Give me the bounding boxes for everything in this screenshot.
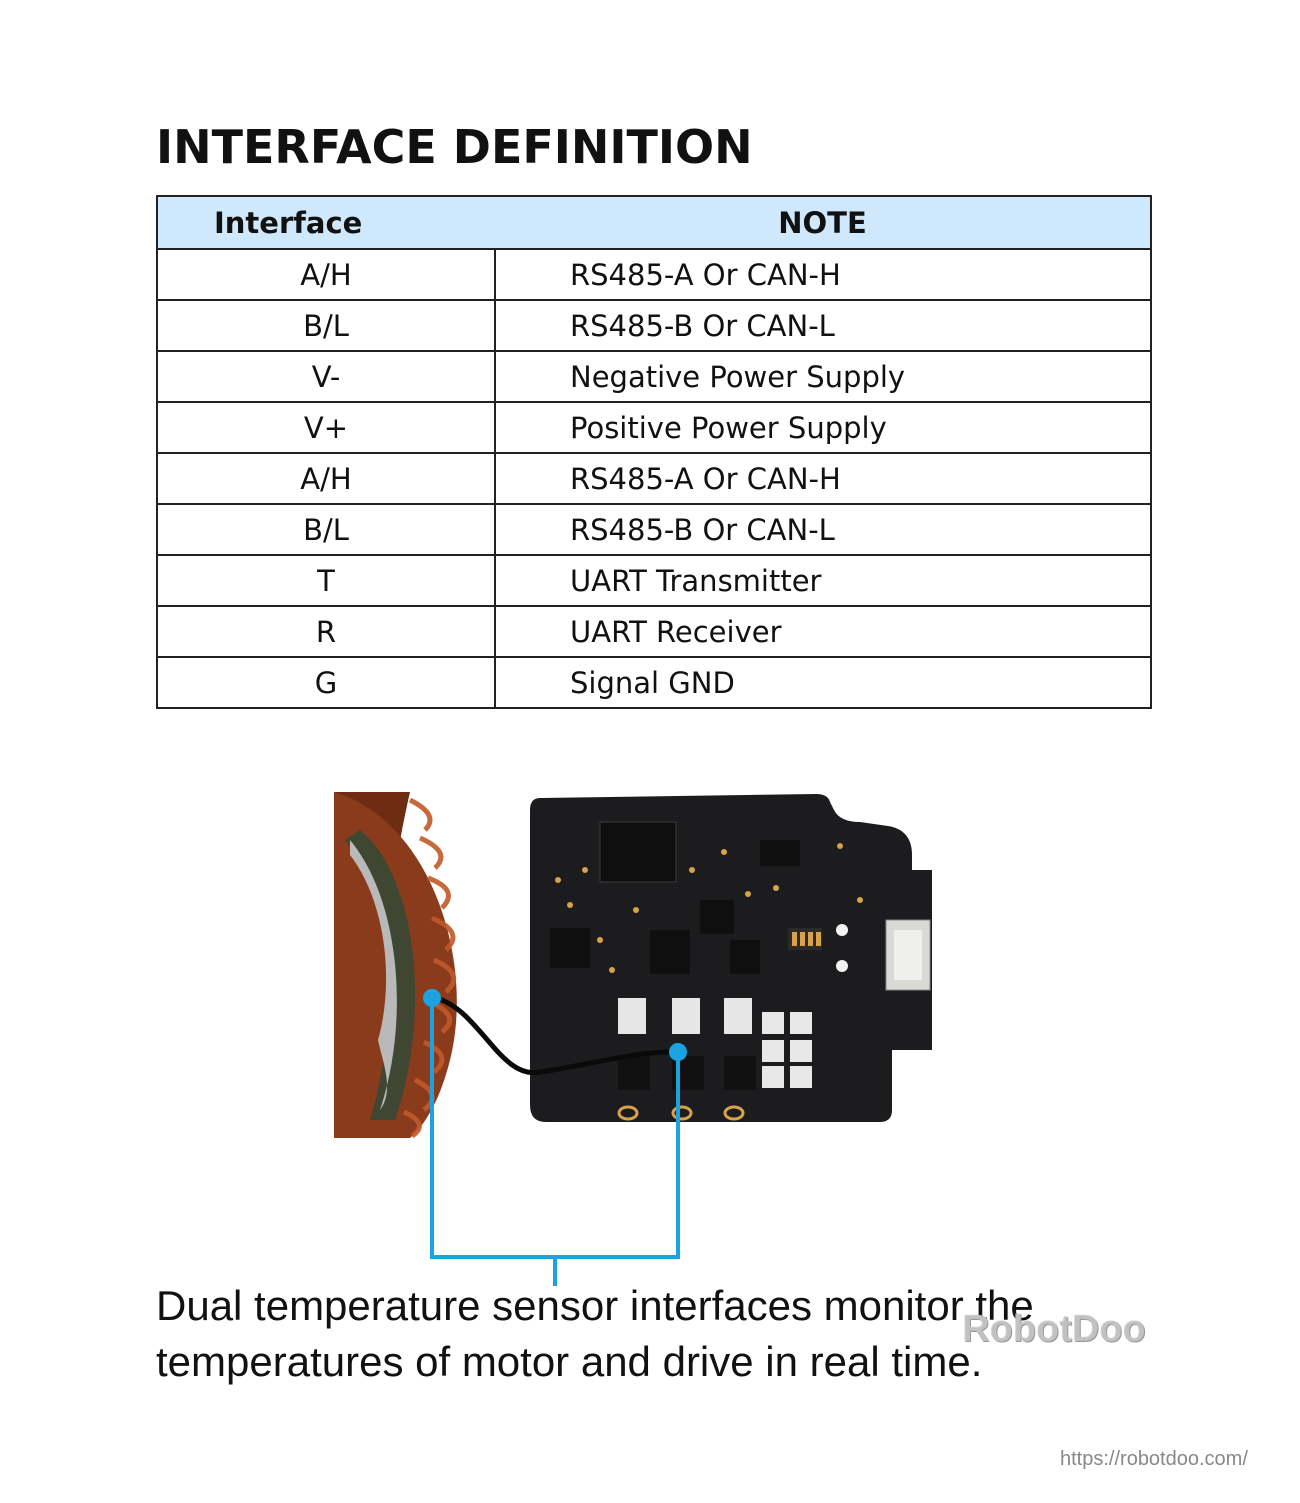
note-cell: UART Receiver [494, 605, 1152, 658]
interface-cell: B/L [156, 503, 496, 556]
motor-stator [334, 792, 457, 1139]
note-cell: RS485-B Or CAN-L [494, 503, 1152, 556]
watermark: RobotDoo [962, 1308, 1146, 1350]
note-cell: UART Transmitter [494, 554, 1152, 607]
interface-cell: V- [156, 350, 496, 403]
drive-sensor-dot [669, 1043, 687, 1061]
motor-driver-photo [334, 792, 932, 1286]
table-row: R UART Receiver [156, 605, 1152, 658]
interface-cell: V+ [156, 401, 496, 454]
table-row: V+ Positive Power Supply [156, 401, 1152, 454]
note-cell: Negative Power Supply [494, 350, 1152, 403]
interface-cell: T [156, 554, 496, 607]
note-cell: RS485-A Or CAN-H [494, 452, 1152, 505]
header-note: NOTE [495, 195, 1152, 250]
table-row: B/L RS485-B Or CAN-L [156, 299, 1152, 352]
note-cell: RS485-A Or CAN-H [494, 248, 1152, 301]
interface-cell: A/H [156, 248, 496, 301]
note-cell: Signal GND [494, 656, 1152, 709]
note-cell: RS485-B Or CAN-L [494, 299, 1152, 352]
table-row: A/H RS485-A Or CAN-H [156, 452, 1152, 505]
header-interface: Interface [156, 195, 495, 250]
note-cell: Positive Power Supply [494, 401, 1152, 454]
interface-cell: B/L [156, 299, 496, 352]
driver-pcb [530, 794, 932, 1122]
sensor-callout [430, 998, 680, 1286]
interface-cell: G [156, 656, 496, 709]
table-row: G Signal GND [156, 656, 1152, 709]
table-row: A/H RS485-A Or CAN-H [156, 248, 1152, 301]
caption-line-2: temperatures of motor and drive in real … [156, 1338, 983, 1385]
source-url: https://robotdoo.com/ [1060, 1448, 1248, 1470]
sensor-wire [435, 995, 681, 1076]
motor-sensor-dot [423, 989, 441, 1007]
table-row: B/L RS485-B Or CAN-L [156, 503, 1152, 556]
interface-cell: R [156, 605, 496, 658]
interface-cell: A/H [156, 452, 496, 505]
interface-table: Interface NOTE A/H RS485-A Or CAN-H B/L … [156, 195, 1152, 709]
page-title: INTERFACE DEFINITION [156, 120, 753, 174]
caption: Dual temperature sensor interfaces monit… [156, 1278, 1156, 1390]
table-row: V- Negative Power Supply [156, 350, 1152, 403]
table-header-row: Interface NOTE [156, 195, 1152, 250]
table-row: T UART Transmitter [156, 554, 1152, 607]
caption-line-1: Dual temperature sensor interfaces monit… [156, 1282, 1034, 1329]
